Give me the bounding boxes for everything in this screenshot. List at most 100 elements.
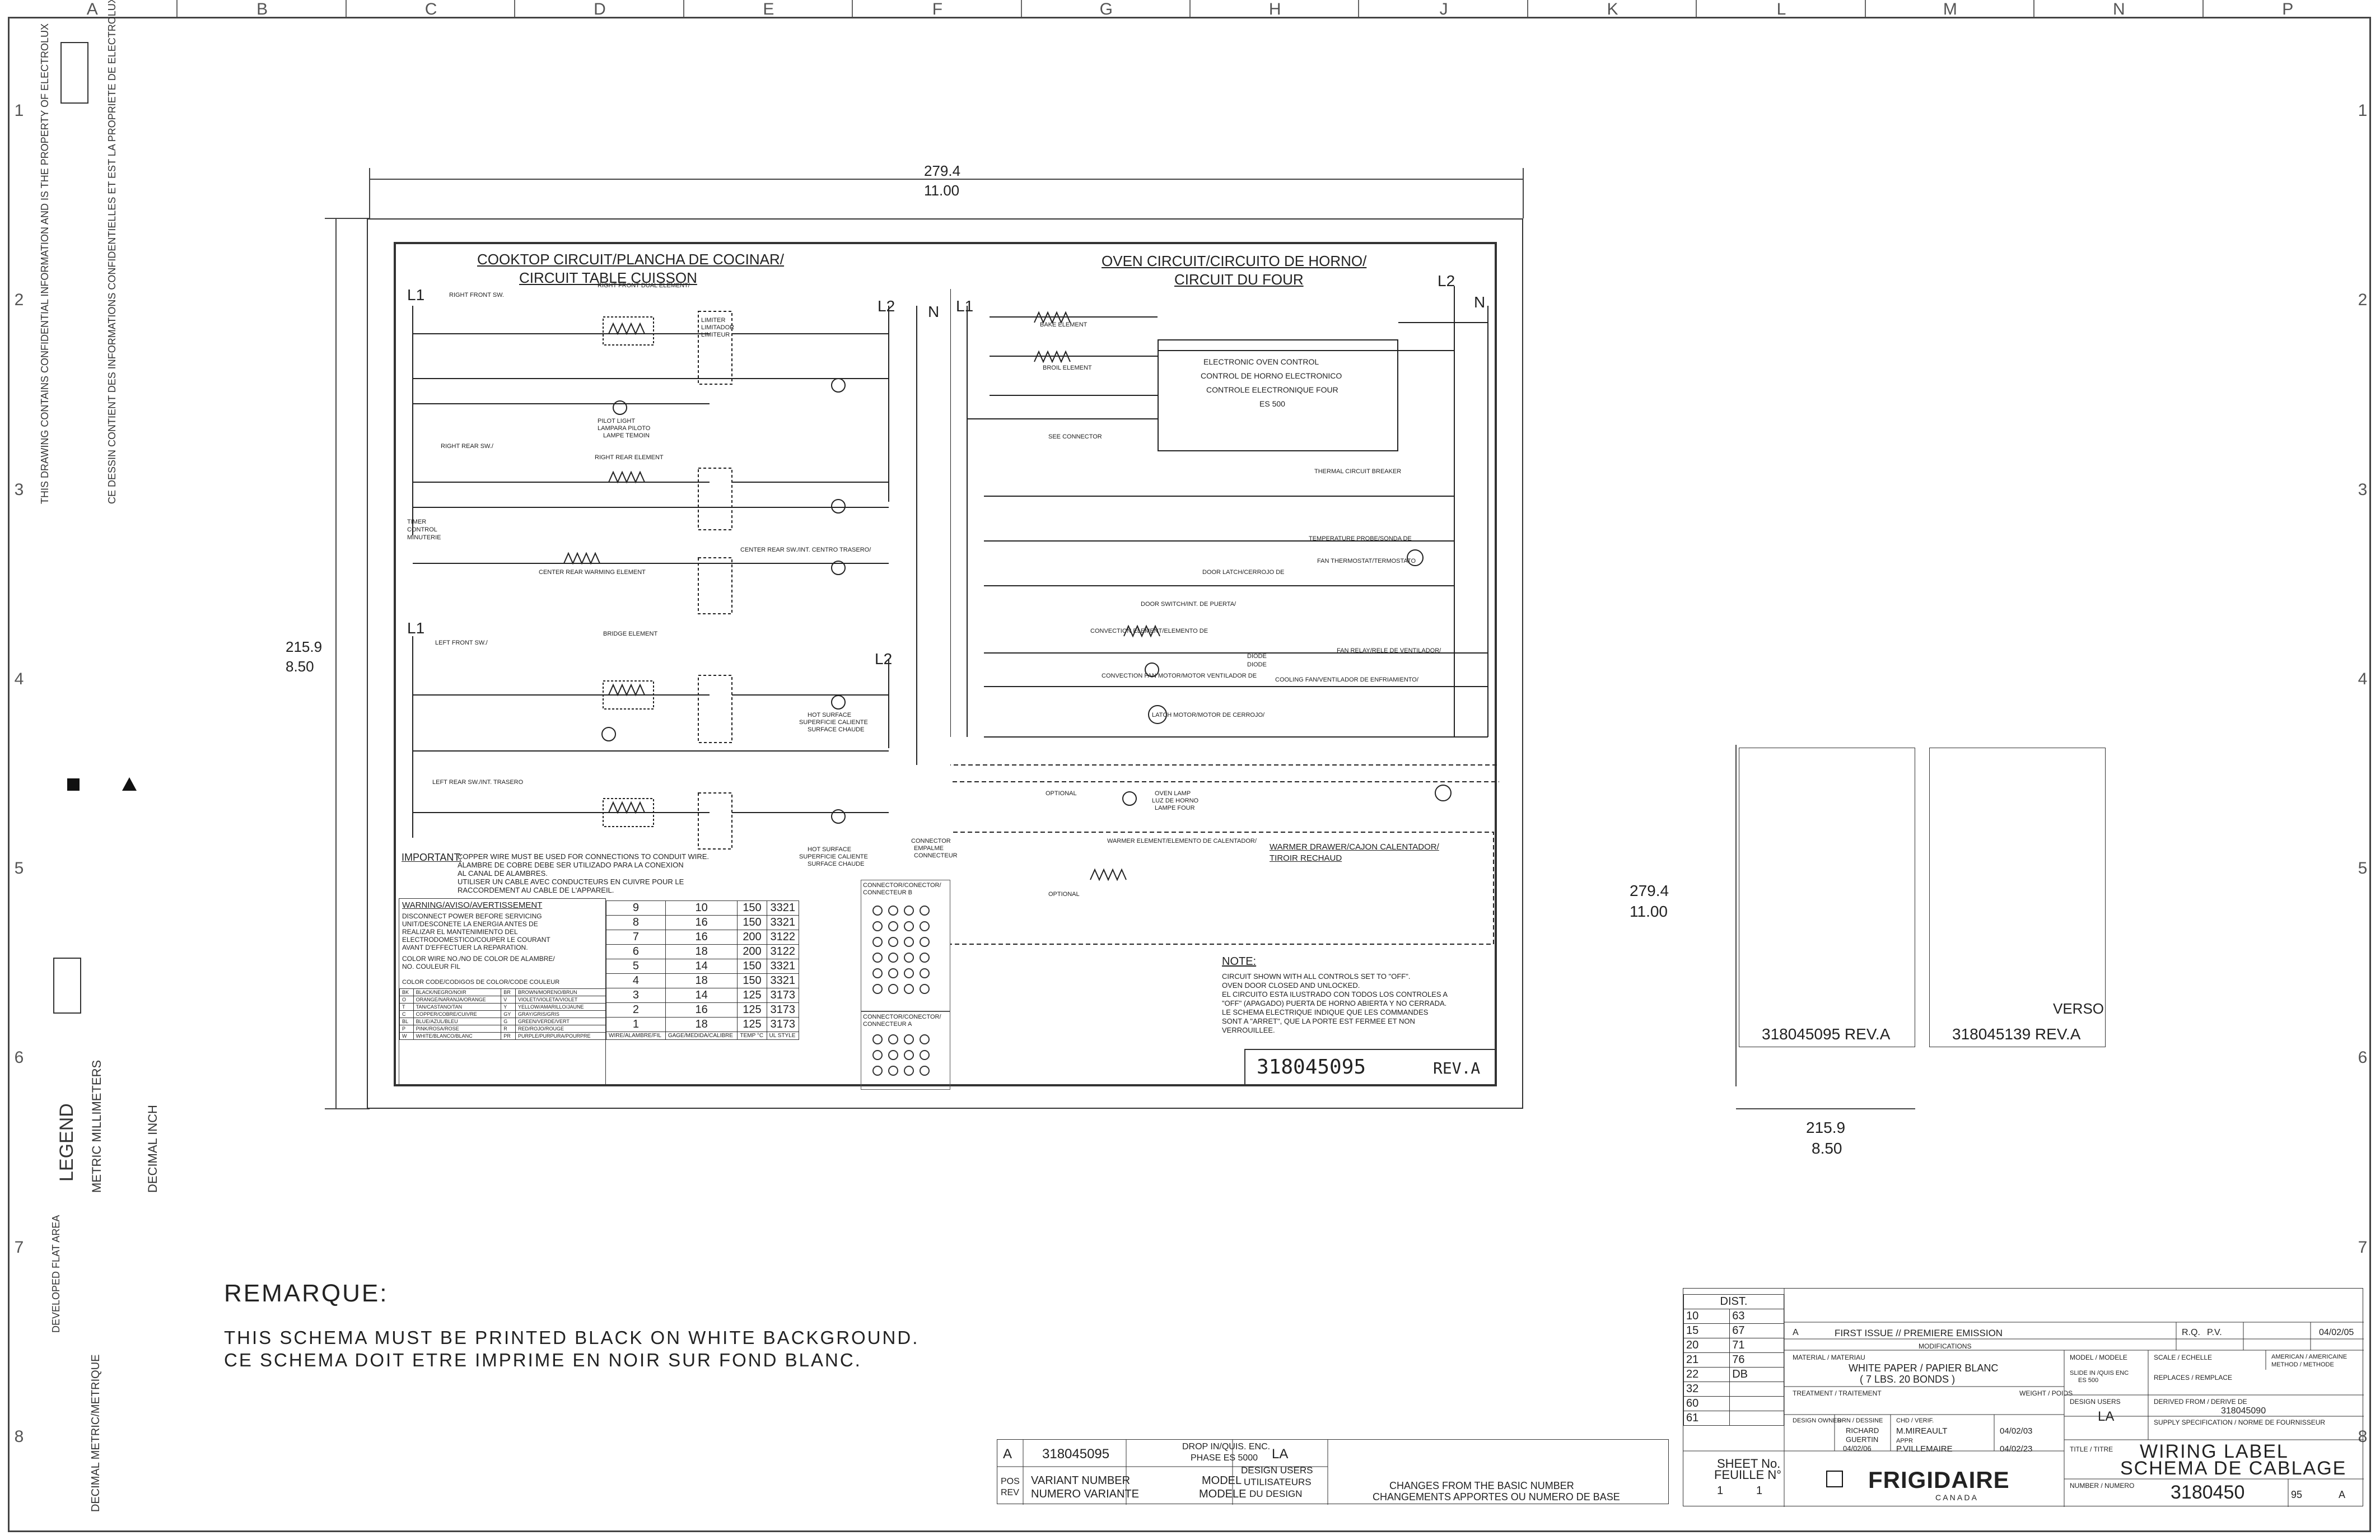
remarque-title: REMARQUE: <box>224 1280 389 1307</box>
gauge-cell: 9 <box>606 900 666 916</box>
gauge-header: UL STYLE <box>766 1032 800 1040</box>
control-line-1: ELECTRONIC OVEN CONTROL <box>1203 357 1319 366</box>
remarque-line-2: CE SCHEMA DOIT ETRE IMPRIME EN NOIR SUR … <box>224 1350 862 1370</box>
variant-grid-lines <box>997 1440 1328 1505</box>
preview-label-2-text: 318045139 REV.A <box>1952 1025 2081 1043</box>
oven-lamp-es: LUZ DE HORNO <box>1152 797 1199 804</box>
tb-number: 3180450 <box>2171 1482 2245 1503</box>
dim-height-mm: 215.9 <box>286 638 323 655</box>
drawing-frame <box>8 17 2371 1532</box>
note-line-5: LE SCHEMA ELECTRIQUE INDIQUE QUE LES COM… <box>1222 1008 1429 1016</box>
warning-line-1: DISCONNECT POWER BEFORE SERVICING <box>402 912 542 920</box>
verso-label: VERSO <box>2053 1000 2104 1017</box>
timer-label: TIMER <box>407 519 427 525</box>
oven-l2: L2 <box>1438 272 1455 290</box>
connector-pin <box>872 1034 883 1044</box>
tb-title-2: SCHEMA DE CABLAGE <box>2120 1458 2347 1479</box>
connector-pin <box>872 953 883 963</box>
variant-design-users-2: UTILISATEURS <box>1244 1477 1312 1487</box>
connector-pin <box>888 1050 898 1060</box>
warmer-element: WARMER ELEMENT/ELEMENTO DE CALENTADOR/ <box>1107 838 1257 844</box>
tb-method: METHOD / METHODE <box>2271 1361 2334 1368</box>
tb-chd: CHD / VERIF. <box>1896 1417 1934 1424</box>
gauge-cell: 3122 <box>766 930 800 945</box>
gauge-header: TEMP °C <box>737 1032 767 1040</box>
connector-pin <box>872 906 883 916</box>
tb-sheet-of: 1 <box>1756 1485 1763 1497</box>
preview-label-2: VERSO 318045139 REV.A <box>1929 748 2106 1047</box>
column-label: G <box>1020 0 1191 18</box>
connector-pin <box>920 937 930 947</box>
gauge-cell: 125 <box>737 1017 767 1032</box>
gauge-cell: 10 <box>665 900 738 916</box>
remarque-line-1: THIS SCHEMA MUST BE PRINTED BLACK ON WHI… <box>224 1327 920 1348</box>
cooktop-l2: L2 <box>878 297 895 315</box>
brand-logo: FRIGIDAIRE <box>1868 1467 2010 1493</box>
tb-model-val: SLIDE IN /QUIS ENC <box>2070 1370 2129 1376</box>
center-rear-elem: CENTER REAR WARMING ELEMENT <box>539 569 646 576</box>
dist-cell: 67 <box>1729 1323 1784 1338</box>
gauge-header: GAGE/MEDIDA/CALIBRE <box>665 1032 738 1040</box>
row-label: 1 <box>14 101 24 120</box>
variant-number-fr: NUMERO VARIANTE <box>1031 1488 1139 1500</box>
cooktop-rr-sw: RIGHT REAR SW./ <box>441 443 493 450</box>
color-code-cell: PINK/ROSA/ROSE <box>413 1025 502 1033</box>
gauge-cell: 1 <box>606 1017 666 1032</box>
bake-element: BAKE ELEMENT <box>1040 321 1088 328</box>
connector-pin <box>888 1034 898 1044</box>
gauge-cell: 16 <box>665 1002 738 1018</box>
limiter-label: LIMITER <box>701 317 726 324</box>
tb-model-label: MODEL / MODELE <box>2070 1354 2127 1361</box>
tb-date: 04/02/05 <box>2319 1328 2354 1337</box>
row-label: 8 <box>14 1427 24 1446</box>
tb-replaces: REPLACES / REMPLACE <box>2154 1374 2233 1382</box>
gauge-cell: 3173 <box>766 988 800 1003</box>
timer-control: CONTROL <box>407 526 437 533</box>
tb-material: MATERIAL / MATERIAU <box>1793 1354 1865 1361</box>
gauge-cell: 8 <box>606 915 666 930</box>
gauge-cell: 125 <box>737 988 767 1003</box>
right-dim-w-mm: 279.4 <box>1630 882 1669 899</box>
column-label: J <box>1358 0 1528 18</box>
door-latch: DOOR LATCH/CERROJO DE <box>1202 569 1285 576</box>
cooktop-n: N <box>928 303 940 320</box>
wiring-label: COOKTOP CIRCUIT/PLANCHA DE COCINAR/ CIRC… <box>394 242 1499 1090</box>
oven-control-box: ELECTRONIC OVEN CONTROL CONTROL DE HORNO… <box>1158 339 1398 451</box>
tb-pv: P.V. <box>2207 1328 2222 1337</box>
row-label: 3 <box>14 480 24 499</box>
tb-drn: DRN / DESSINE <box>1837 1417 1883 1424</box>
row-label: 3 <box>2358 480 2368 499</box>
color-wire-label-2: NO. COULEUR FIL <box>402 963 461 970</box>
see-connector: SEE CONNECTOR <box>1048 433 1102 440</box>
color-code-cell: GRAY/GRIS/GRIS <box>515 1010 606 1018</box>
row-label: 5 <box>2358 859 2368 878</box>
gauge-cell: 3173 <box>766 1017 800 1032</box>
row-label: 5 <box>14 859 24 878</box>
gauge-cell: 4 <box>606 973 666 988</box>
gauge-cell: 3321 <box>766 973 800 988</box>
gauge-cell: 3321 <box>766 959 800 974</box>
center-rear-sw: CENTER REAR SW./INT. CENTRO TRASERO/ <box>740 547 871 553</box>
color-wire-label: COLOR WIRE NO./NO DE COLOR DE ALAMBRE/ <box>402 955 555 963</box>
tb-weight: WEIGHT / POIDS <box>2019 1389 2073 1397</box>
connector-pin <box>920 953 930 963</box>
connector-pin <box>888 937 898 947</box>
column-label: P <box>2202 0 2372 18</box>
color-code-cell: RED/ROJO/ROUGE <box>515 1025 606 1033</box>
cooktop-rf-sw: RIGHT FRONT SW. <box>449 292 504 298</box>
dist-cell: 60 <box>1683 1396 1730 1411</box>
square-symbol-icon <box>67 778 80 791</box>
color-code-cell: G <box>501 1018 516 1025</box>
thermal-breaker: THERMAL CIRCUIT BREAKER <box>1314 468 1402 475</box>
column-label: H <box>1189 0 1359 18</box>
gauge-cell: 150 <box>737 959 767 974</box>
tb-scale: SCALE / ECHELLE <box>2154 1354 2213 1361</box>
warning-line-4: ELECTRODOMESTICO/COUPER LE COURANT <box>402 936 550 944</box>
